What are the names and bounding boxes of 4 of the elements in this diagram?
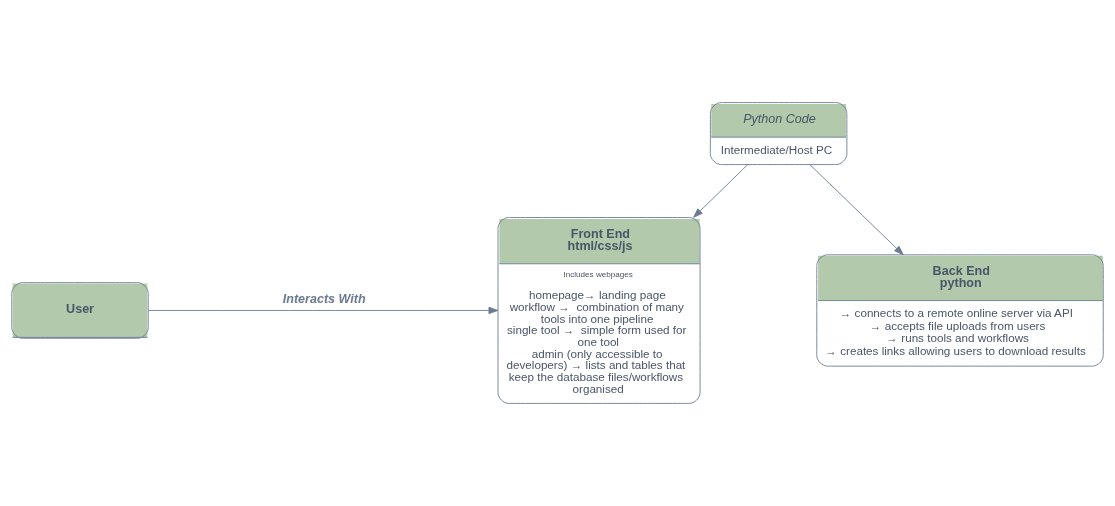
edge-label: Interacts With — [282, 292, 366, 307]
arrow — [809, 164, 904, 256]
arrow — [147, 306, 499, 315]
arrow — [693, 164, 749, 218]
